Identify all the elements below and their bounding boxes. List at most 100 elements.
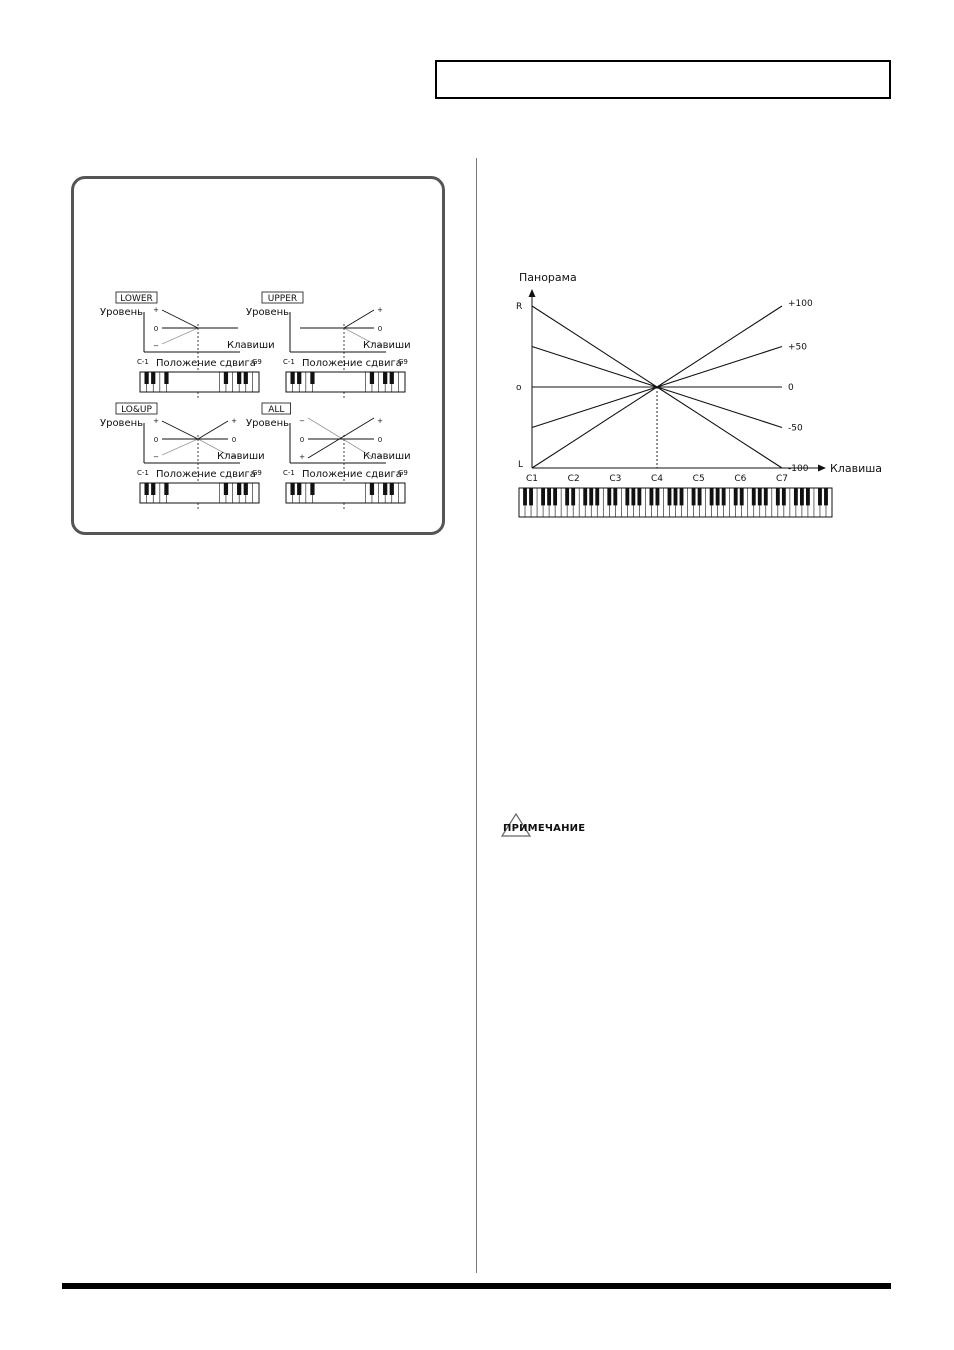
x-tick-label: C2 (568, 474, 580, 484)
black-key (290, 483, 295, 495)
black-key (369, 483, 375, 495)
mode-tag: ALL (261, 402, 292, 415)
left-mark: + (299, 453, 305, 461)
black-key (709, 488, 714, 506)
range-low-label: C-1 (137, 469, 149, 477)
y-label-right: R (516, 302, 522, 312)
range-low-label: C-1 (137, 358, 149, 366)
black-key (589, 488, 594, 506)
x-tick-label: C6 (734, 474, 746, 484)
mode-tag: LOWER (115, 291, 158, 304)
left-mark: 0 (300, 436, 304, 444)
left-mark: − (299, 417, 305, 425)
black-key (733, 488, 738, 506)
black-key (595, 488, 600, 506)
range-high-label: G9 (398, 469, 408, 477)
black-key (751, 488, 756, 506)
keys-label: Клавиши (363, 340, 411, 351)
keyboard-strip (285, 371, 406, 393)
black-key (389, 483, 394, 495)
shift-position-label: Положение сдвига (302, 469, 402, 480)
shift-position-label: Положение сдвига (302, 358, 402, 369)
column-divider (476, 158, 477, 1273)
range-high-label: G9 (252, 358, 262, 366)
range-high-label: G9 (252, 469, 262, 477)
black-key (721, 488, 726, 506)
bias-line (197, 420, 229, 440)
black-key (631, 488, 636, 506)
black-key (715, 488, 720, 506)
keys-label: Клавиши (217, 451, 265, 462)
black-key (151, 372, 156, 384)
warning-icon (500, 812, 532, 837)
black-key (297, 372, 302, 384)
bias-line-faint (343, 327, 375, 345)
black-key (383, 372, 388, 384)
bias-diagram-panel (71, 176, 445, 535)
keyboard-strip (139, 482, 260, 504)
black-key (383, 483, 388, 495)
y-axis-title: Панорама (519, 271, 577, 284)
black-key (655, 488, 660, 506)
level-label: Уровень (246, 307, 289, 318)
black-key (389, 372, 394, 384)
x-tick-label: C7 (776, 474, 788, 484)
bias-line-faint (197, 438, 229, 456)
x-tick-label: C1 (526, 474, 538, 484)
black-key (824, 488, 828, 506)
mode-tag-box (261, 402, 292, 415)
black-key (523, 488, 527, 506)
keyboard-strip (285, 482, 406, 504)
mode-tag-label: ALL (268, 405, 284, 415)
black-key (541, 488, 546, 506)
x-axis-arrow (818, 464, 826, 472)
black-key (775, 488, 780, 506)
right-mark: + (377, 306, 383, 314)
keyboard-strip (139, 371, 260, 393)
black-key (607, 488, 612, 506)
black-key (697, 488, 702, 506)
mode-tag-label: UPPER (268, 294, 297, 304)
shift-position-label: Положение сдвига (156, 358, 256, 369)
x-tick-label: C4 (651, 474, 663, 484)
note-label: ПРИМЕЧАНИЕ (503, 823, 586, 834)
mode-tag-box (261, 291, 304, 304)
series-label: -100 (788, 464, 809, 474)
left-mark: − (153, 453, 159, 461)
keyboard-frame (285, 371, 406, 393)
black-key (583, 488, 588, 506)
bias-line (161, 309, 199, 329)
keyboard-strip (518, 487, 833, 518)
black-key (310, 372, 315, 384)
right-mark: − (231, 453, 237, 461)
bias-line (307, 417, 375, 459)
left-mark: 0 (154, 325, 158, 333)
black-key (310, 483, 315, 495)
left-mark: 0 (154, 436, 158, 444)
left-mark: − (153, 342, 159, 350)
black-key (613, 488, 618, 506)
series-label: 0 (788, 383, 794, 393)
black-key (793, 488, 798, 506)
black-key (223, 483, 229, 495)
mode-tag-box (115, 291, 158, 304)
shift-position-label: Положение сдвига (156, 469, 256, 480)
series-label: +50 (788, 343, 807, 353)
level-label: Уровень (100, 418, 143, 429)
keys-label: Клавиши (227, 340, 275, 351)
range-high-label: G9 (398, 358, 408, 366)
black-key (151, 483, 156, 495)
y-axis-arrow (528, 289, 536, 297)
black-key (637, 488, 642, 506)
black-key (739, 488, 744, 506)
black-key (529, 488, 533, 506)
mode-tag-label: LOWER (120, 294, 153, 304)
black-key (164, 372, 169, 384)
x-tick-label: C3 (609, 474, 621, 484)
range-low-label: C-1 (283, 358, 295, 366)
keys-label: Клавиши (363, 451, 411, 462)
keyboard-frame (139, 371, 260, 393)
